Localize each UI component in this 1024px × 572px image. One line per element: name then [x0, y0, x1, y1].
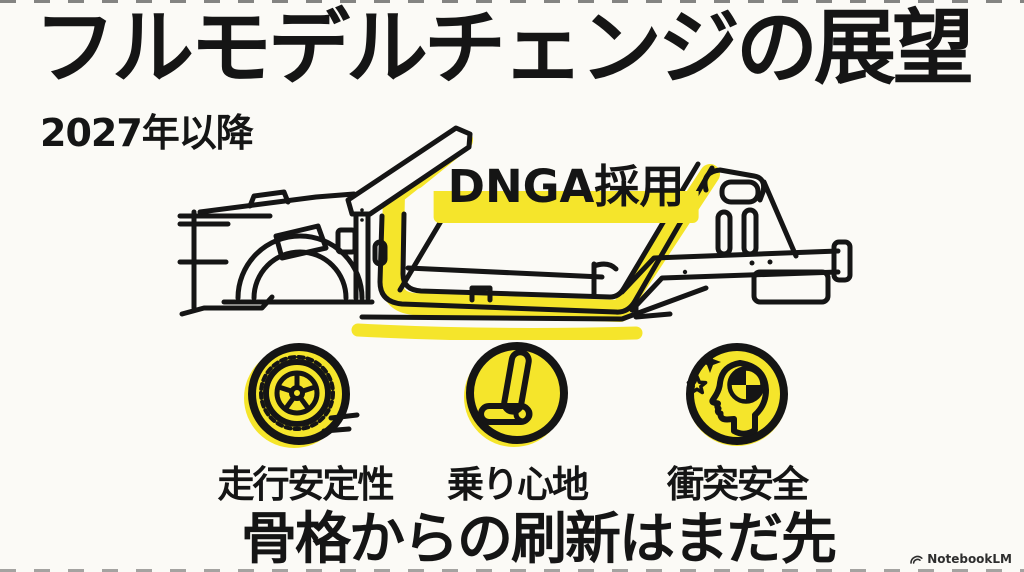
motion-lines [321, 412, 360, 434]
sparkle-icon [699, 351, 721, 373]
feature-collision-safety: 衝突安全 [617, 338, 857, 508]
star-icon [686, 374, 708, 395]
bottom-edge-artifact [0, 569, 1024, 572]
slide-subtitle: 2027年以降 [40, 111, 254, 155]
feature-driving-stability: 走行安定性 [185, 338, 425, 508]
feature-label: 衝突安全 [667, 463, 809, 506]
car-body-frame-illustration [177, 125, 853, 340]
feature-label: 乗り心地 [447, 463, 589, 506]
top-edge-artifact [0, 0, 1024, 3]
dnga-platform-label: DNGA採用 [433, 150, 699, 223]
car-seat-icon [464, 342, 568, 447]
tire-wheel-icon [244, 343, 360, 448]
checker-quadrant [729, 368, 746, 385]
notebooklm-watermark: NotebookLM [909, 552, 1012, 566]
feature-label: 走行安定性 [217, 463, 395, 506]
checker-quadrant [746, 385, 763, 402]
crash-test-head-icon [686, 343, 788, 446]
notebooklm-logo-icon [910, 555, 923, 564]
slide-title: フルモデルチェンジの展望 [34, 1, 974, 96]
chassis-rivet-dots [360, 208, 773, 275]
feature-ride-comfort: 乗り心地 [397, 338, 637, 508]
footer-headline: 骨格からの刷新はまだ先 [241, 507, 837, 572]
chassis-outline [177, 125, 853, 322]
watermark-label: NotebookLM [927, 552, 1012, 566]
